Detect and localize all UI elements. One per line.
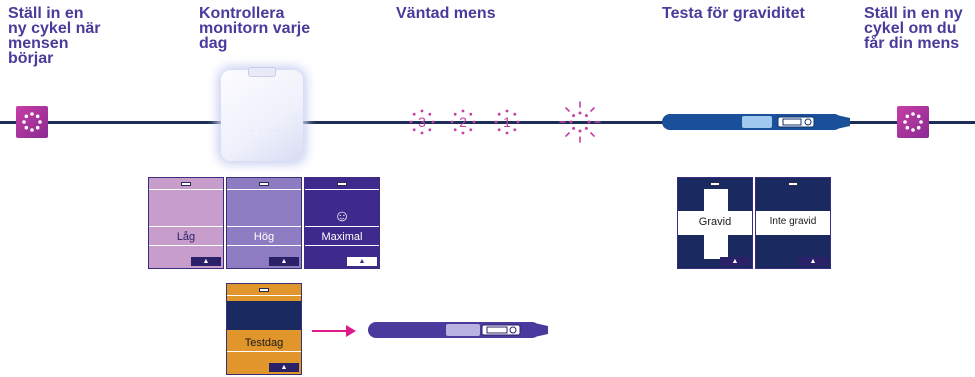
heading-check-monitor: Kontrollera monitorn varje dag [199,5,311,52]
pregnancy-result-label: Gravid [698,216,732,228]
timeline-line [0,121,975,124]
arrow-line [312,330,348,332]
fertility-level-label: Maximal [321,231,363,243]
tab-icon: ▲ [798,257,828,266]
tab-icon: ▲ [191,257,221,266]
screen-low-fertility: Låg ▲ [148,177,224,269]
restart-cycle-icon [897,106,929,138]
battery-icon [181,182,191,186]
minus-band [756,211,830,235]
pregnancy-result-label: Inte gravid [769,216,817,227]
test-day-label: Testdag [244,337,284,349]
battery-icon [259,288,269,292]
fertility-level-label: Låg [176,231,196,243]
countdown-1-text: 1 [503,114,511,130]
countdown-3-text: 3 [418,114,426,130]
monitor-grip [248,67,276,77]
tab-icon: ▲ [720,257,750,266]
heading-expected-period: Väntad mens [396,5,496,22]
countdown-circle-3: 3 [409,109,435,135]
battery-icon [710,182,720,186]
screen-max-fertility: ☺ Maximal ▲ [304,177,380,269]
countdown-circle-1: 1 [494,109,520,135]
fertility-level-label: Hög [253,231,275,243]
fertility-monitor-device: · · · · · [221,67,303,161]
tab-icon: ▲ [269,363,299,372]
new-cycle-icon [16,106,48,138]
monitor-logo: · · · · · [241,128,283,134]
screen-high-fertility: Hög ▲ [226,177,302,269]
test-day-stick [368,322,548,338]
screen-not-pregnant: Inte gravid ▲ [755,177,831,269]
period-start-icon [559,101,601,143]
battery-icon [788,182,798,186]
screen-pregnant: Gravid ▲ [677,177,753,269]
heading-start-cycle: Ställ in en ny cykel när mensen börjar [8,5,101,67]
test-day-band [227,301,301,330]
plus-horizontal [678,211,752,235]
pregnancy-test-stick [662,114,850,130]
screen-test-day: Testdag ▲ [226,283,302,375]
battery-icon [337,182,347,186]
arrow-head-icon [346,325,356,337]
smiley-icon: ☺ [333,208,351,225]
tab-icon: ▲ [269,257,299,266]
battery-icon [259,182,269,186]
countdown-2-text: 2 [459,114,467,130]
heading-pregnancy-test: Testa för graviditet [662,5,805,22]
heading-restart-cycle: Ställ in en ny cykel om du får din mens [864,5,963,52]
tab-icon: ▲ [347,257,377,266]
countdown-circle-2: 2 [450,109,476,135]
